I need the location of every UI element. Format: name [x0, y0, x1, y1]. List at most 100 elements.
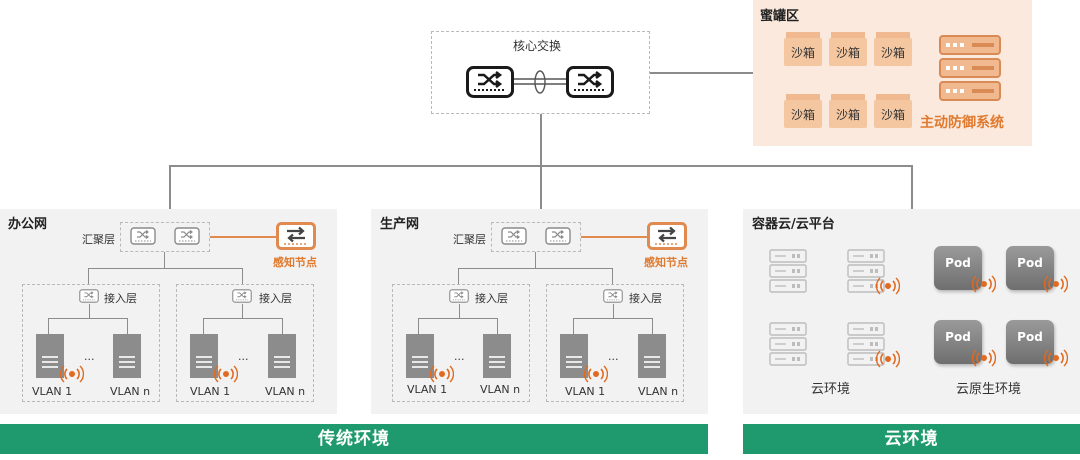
production-access-right-group [546, 284, 684, 402]
office-access-right-down [242, 304, 243, 318]
production-access-left-down [459, 304, 460, 318]
office-aggregation-group [120, 222, 210, 252]
production-left-vlan1-label: VLAN 1 [407, 383, 448, 396]
production-right-dots: ... [608, 350, 619, 363]
link-core-honeypot [650, 72, 753, 74]
office-left-vlan1-signal-icon [60, 364, 84, 384]
sandbox-2: 沙箱 [829, 32, 867, 66]
office-access-right-label: 接入层 [259, 292, 292, 305]
production-right-vlan1-host [560, 334, 588, 378]
production-sensor-node-icon [647, 222, 687, 250]
office-agg-left-drop [88, 268, 89, 284]
cloud-platform-title: 容器云/云平台 [752, 217, 835, 232]
office-left-vlann-label: VLAN n [110, 385, 151, 398]
cloud-server-4-signal-icon [876, 349, 900, 369]
sandbox-1: 沙箱 [784, 32, 822, 66]
office-left-dots: ... [84, 350, 95, 363]
cloud-server-3-icon [768, 321, 808, 367]
production-left-vlann-host [483, 334, 511, 378]
office-access-right-group [176, 284, 314, 402]
production-agg-switch-1-icon [501, 227, 527, 245]
production-aggregation-label: 汇聚层 [453, 233, 486, 246]
link-bus-production [540, 165, 542, 209]
cloud-server-1-icon [768, 248, 808, 294]
office-agg-right-drop [242, 268, 243, 284]
office-agg-bus [88, 268, 242, 269]
core-link-icon [514, 70, 566, 94]
production-right-vlan1-label: VLAN 1 [565, 385, 606, 398]
cloud-server-2-signal-icon [876, 276, 900, 296]
cloud-platform-panel [743, 209, 1080, 414]
office-access-left-bus [48, 318, 128, 319]
core-switch-label: 核心交换 [513, 39, 562, 53]
office-right-vlan1-label: VLAN 1 [190, 385, 231, 398]
production-network-title: 生产网 [380, 217, 420, 232]
production-aggregation-group [491, 222, 581, 252]
sandbox-3: 沙箱 [874, 32, 912, 66]
link-bus-office [169, 165, 171, 209]
office-access-right-d2 [282, 318, 283, 334]
pod-4: Pod [1006, 320, 1054, 364]
production-access-left-switch-icon [449, 289, 469, 303]
office-access-left-switch-icon [79, 289, 99, 303]
pod-1-signal-icon [972, 274, 996, 294]
office-aggregation-label: 汇聚层 [82, 233, 115, 246]
production-left-vlan1-signal-icon [430, 364, 454, 384]
production-right-vlann-label: VLAN n [638, 385, 679, 398]
production-access-right-switch-icon [603, 289, 623, 303]
office-right-dots: ... [238, 350, 249, 363]
production-access-right-label: 接入层 [629, 292, 662, 305]
office-right-vlann-host [268, 334, 296, 378]
production-access-right-bus [573, 318, 653, 319]
core-switch-right-icon [566, 66, 614, 98]
office-access-right-bus [203, 318, 283, 319]
production-left-vlan1-host [406, 334, 434, 378]
production-access-left-bus [418, 318, 498, 319]
pod-3: Pod [934, 320, 982, 364]
production-sensor-link [581, 236, 647, 238]
office-sensor-node-label: 感知节点 [273, 256, 317, 269]
production-access-left-group [392, 284, 530, 402]
sandbox-5: 沙箱 [829, 94, 867, 128]
office-left-vlann-host [113, 334, 141, 378]
production-access-left-d1 [418, 318, 419, 334]
production-access-left-label: 接入层 [475, 292, 508, 305]
office-right-vlan1-host [190, 334, 218, 378]
cloud-env-label: 云环境 [811, 382, 851, 397]
core-switch-group [431, 31, 650, 114]
production-right-vlan1-signal-icon [584, 364, 608, 384]
link-bus-cloud [911, 165, 913, 209]
sandbox-4: 沙箱 [784, 94, 822, 128]
cloud-native-env-label: 云原生环境 [956, 382, 1022, 397]
pod-3-signal-icon [972, 348, 996, 368]
link-core-trunk [540, 114, 542, 166]
production-right-vlann-host [638, 334, 666, 378]
office-right-vlann-label: VLAN n [265, 385, 306, 398]
office-agg-switch-1-icon [130, 227, 156, 245]
production-access-right-down [613, 304, 614, 318]
office-left-vlan1-label: VLAN 1 [32, 385, 73, 398]
pod-2-signal-icon [1044, 274, 1068, 294]
office-access-left-down [89, 304, 90, 318]
pod-4-signal-icon [1044, 348, 1068, 368]
office-left-vlan1-host [36, 334, 64, 378]
office-access-left-d1 [48, 318, 49, 334]
production-agg-switch-2-icon [545, 227, 571, 245]
office-sensor-link [210, 236, 276, 238]
production-agg-down [535, 252, 536, 268]
sandbox-6: 沙箱 [874, 94, 912, 128]
production-agg-left-drop [458, 268, 459, 284]
defense-system-label: 主动防御系统 [920, 115, 1004, 131]
office-agg-switch-2-icon [174, 227, 200, 245]
office-network-title: 办公网 [8, 217, 48, 232]
office-access-right-d1 [203, 318, 204, 334]
production-access-right-d1 [573, 318, 574, 334]
production-agg-right-drop [612, 268, 613, 284]
cloud-env-bar: 云环境 [743, 424, 1080, 454]
office-agg-down [164, 252, 165, 268]
traditional-env-bar: 传统环境 [0, 424, 708, 454]
production-sensor-node-label: 感知节点 [644, 256, 688, 269]
production-access-right-d2 [652, 318, 653, 334]
office-access-right-switch-icon [232, 289, 252, 303]
pod-2: Pod [1006, 246, 1054, 290]
